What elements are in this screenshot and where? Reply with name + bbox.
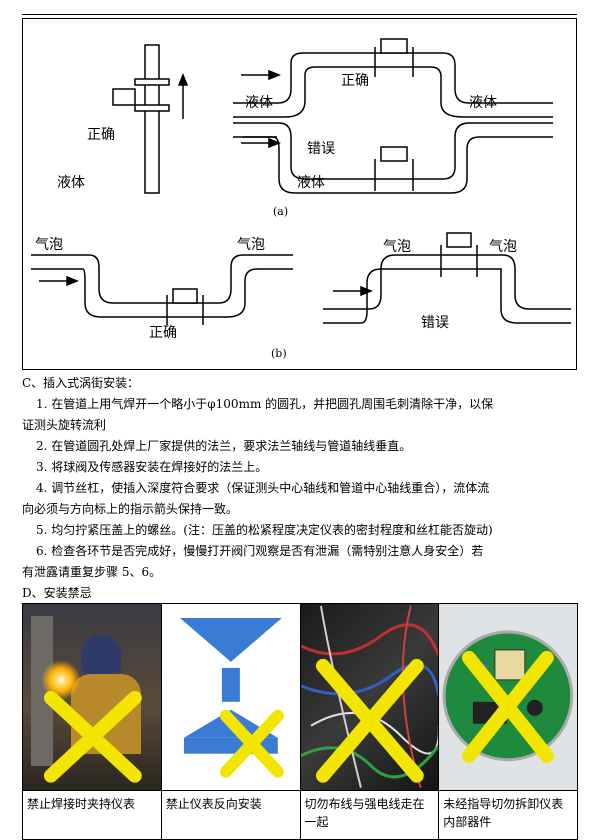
label-correct: 正确: [87, 127, 115, 143]
label-b: (b): [271, 347, 287, 360]
diagram-reverse-install: [160, 603, 301, 791]
cross-mark: [219, 709, 284, 778]
diagram-svg: 正确 液体 正确 液体 液体 错误 液体 气泡 气泡 正确 气泡 气泡 错误 (…: [31, 38, 571, 360]
label-correct: 正确: [341, 73, 369, 89]
caption-reverse-install: 禁止仪表反向安装: [160, 789, 301, 840]
section-d-title: D、安装禁忌: [22, 586, 92, 600]
label-correct: 正确: [149, 325, 177, 341]
meter-head: [112, 88, 136, 106]
cross-mark: [462, 650, 555, 763]
installation-diagram: 正确 液体 正确 液体 液体 错误 液体 气泡 气泡 正确 气泡 气泡 错误 (…: [22, 18, 577, 370]
label-liquid: 液体: [297, 175, 325, 191]
photo-wiring: [299, 603, 440, 791]
step4-line1: 4. 调节丝杠，使插入深度符合要求（保证测头中心轴线和管道中心轴线重合），流体流: [36, 481, 490, 495]
label-bubble: 气泡: [489, 239, 517, 255]
label-bubble: 气泡: [383, 239, 411, 255]
section-c-title: C、插入式涡街安装：: [22, 376, 140, 390]
step6-line1: 6. 检查各环节是否完成好，慢慢打开阀门观察是否有泄漏（需特别注意人身安全）若: [36, 544, 484, 558]
step4-line2: 向必须与方向标上的指示箭头保持一致。: [22, 502, 239, 516]
step2: 2. 在管道圆孔处焊上厂家提供的法兰，要求法兰轴线与管道轴线垂直。: [36, 439, 412, 453]
photo-welding: [22, 603, 162, 791]
meter-head: [380, 38, 408, 54]
caption-welding: 禁止焊接时夹持仪表: [22, 789, 162, 840]
label-a: (a): [273, 205, 288, 218]
step6-line2: 有泄露请重复步骤 5、6。: [22, 565, 162, 579]
label-liquid: 液体: [469, 95, 497, 111]
meter-head: [446, 232, 472, 248]
caption-wiring: 切勿布线与强电线走在一起: [299, 789, 440, 840]
prohibition-table: 禁止焊接时夹持仪表 禁止仪表反向安装 切勿布线与强电线走在一起 未经指导切勿拆卸…: [22, 603, 578, 840]
meter-head: [172, 288, 198, 304]
cross-mark: [43, 690, 142, 783]
caption-disassembly: 未经指导切勿拆卸仪表内部器件: [438, 789, 578, 840]
cross-mark: [315, 658, 424, 783]
label-wrong: 错误: [421, 315, 449, 331]
label-bubble: 气泡: [35, 237, 63, 253]
step3: 3. 将球阀及传感器安装在焊接好的法兰上。: [36, 460, 268, 474]
meter-head: [380, 146, 408, 162]
vertical-pipe: [144, 44, 160, 194]
label-bubble: 气泡: [237, 237, 265, 253]
step1-line2: 证测头旋转流利: [22, 418, 107, 432]
step5: 5. 均匀拧紧压盖上的螺丝。(注：压盖的松紧程度决定仪表的密封程度和丝杠能否旋动…: [36, 523, 493, 537]
label-liquid: 液体: [245, 95, 273, 111]
label-wrong: 错误: [307, 141, 335, 157]
photo-circuit-board: [438, 603, 578, 791]
label-liquid: 液体: [57, 175, 85, 191]
step1-line1: 1. 在管道上用气焊开一个略小于φ100mm 的圆孔，并把圆孔周围毛刺清除干净，…: [36, 397, 494, 411]
header-rule: [22, 14, 577, 15]
